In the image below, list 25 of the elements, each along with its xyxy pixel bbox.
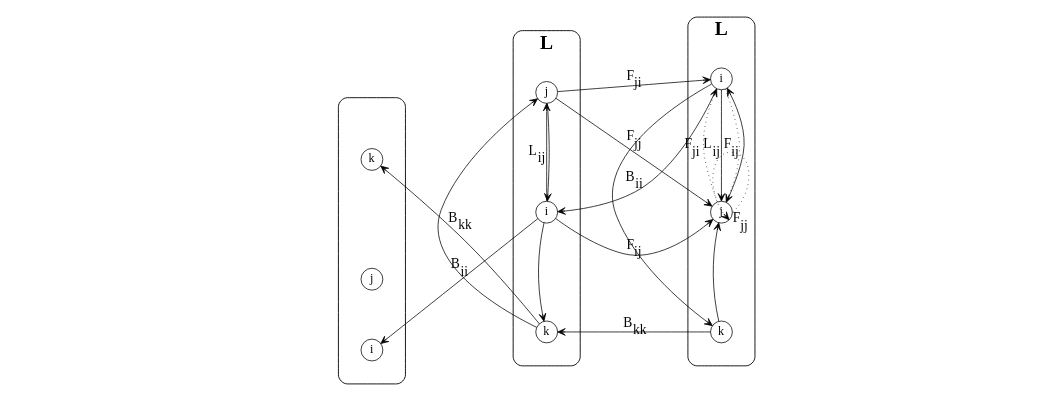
arrow <box>556 76 711 92</box>
arrow <box>437 98 538 328</box>
node-circle: i <box>709 67 733 91</box>
node-circle: j <box>360 267 383 291</box>
arrow <box>717 89 725 202</box>
node-circle: j <box>534 81 558 104</box>
arrow <box>702 88 718 203</box>
arrow <box>379 218 538 344</box>
arrow <box>712 222 721 322</box>
cluster <box>337 97 406 385</box>
arrow <box>556 328 711 336</box>
arrow <box>556 88 717 215</box>
arrow <box>537 222 546 322</box>
arrow <box>555 97 712 207</box>
arrow <box>611 83 713 326</box>
node-circle: i <box>360 338 383 362</box>
arrow <box>379 165 540 325</box>
node-circle: k <box>360 148 383 171</box>
arrow <box>725 87 744 203</box>
arrow <box>711 151 749 221</box>
node-circle: k <box>709 320 733 344</box>
node-circle: k <box>534 320 558 344</box>
arrow <box>554 218 713 256</box>
arrow <box>724 88 740 203</box>
node-circle: i <box>534 200 558 224</box>
